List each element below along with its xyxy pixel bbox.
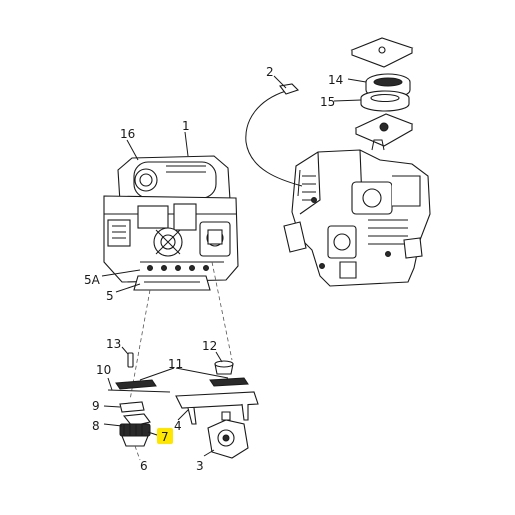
label-5: 5	[106, 289, 114, 303]
label-11: 11	[168, 357, 183, 371]
label-2: 2	[266, 65, 274, 79]
label-12: 12	[202, 339, 217, 353]
throttle-cable	[245, 75, 303, 187]
label-13: 13	[106, 337, 121, 351]
label-14: 14	[328, 73, 343, 87]
label-8: 8	[92, 419, 100, 433]
part-labels: 2 14 15 16 1 5A 5 13 12 11 10 9 8 7 4 6 …	[84, 65, 343, 473]
label-3: 3	[196, 459, 204, 473]
label-15: 15	[320, 95, 335, 109]
label-16: 16	[120, 127, 135, 141]
label-6: 6	[140, 459, 148, 473]
label-7: 7	[161, 430, 169, 444]
label-9: 9	[92, 399, 100, 413]
label-1: 1	[182, 119, 190, 133]
air-filter-stack	[333, 37, 414, 147]
assembled-engine	[283, 139, 431, 287]
label-10: 10	[96, 363, 111, 377]
label-4: 4	[174, 419, 182, 433]
exploded-lower-parts	[103, 346, 259, 461]
highlight-marker	[157, 428, 173, 444]
engine-front-view	[101, 131, 239, 401]
label-5a: 5A	[84, 273, 101, 287]
